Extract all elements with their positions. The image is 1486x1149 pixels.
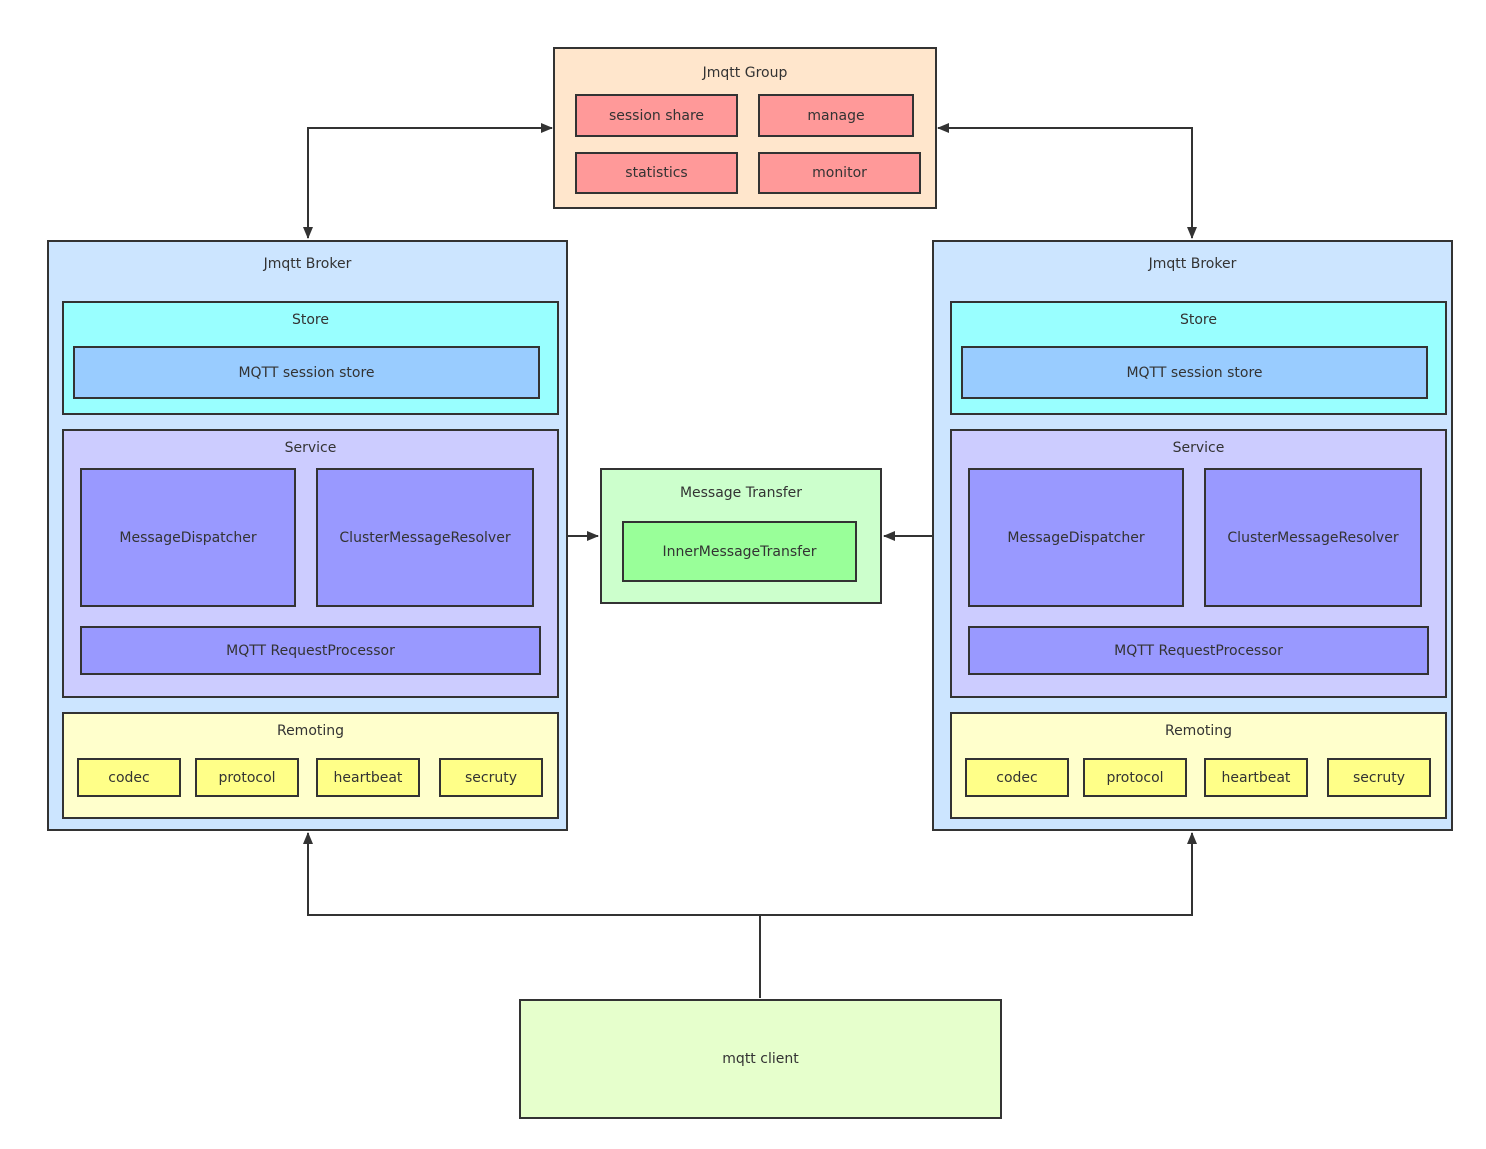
inner-message-transfer-box: InnerMessageTransfer xyxy=(622,521,857,582)
heartbeat-box: heartbeat xyxy=(316,758,420,797)
heartbeat-box: heartbeat xyxy=(1204,758,1308,797)
service-title: Service xyxy=(1172,440,1225,456)
session-share-box: session share xyxy=(575,94,738,137)
broker-title: Jmqtt Broker xyxy=(263,256,352,272)
protocol-box: protocol xyxy=(195,758,299,797)
service-section: Service MessageDispatcher ClusterMessage… xyxy=(62,429,559,698)
mqtt-client-box: mqtt client xyxy=(519,999,1002,1119)
message-dispatcher-box: MessageDispatcher xyxy=(968,468,1184,607)
mqtt-session-store-box: MQTT session store xyxy=(73,346,540,399)
mqtt-session-store-box: MQTT session store xyxy=(961,346,1428,399)
service-title: Service xyxy=(284,440,337,456)
mqtt-request-processor-box: MQTT RequestProcessor xyxy=(968,626,1429,675)
store-title: Store xyxy=(1179,312,1217,328)
remoting-section: Remoting codec protocol heartbeat secrut… xyxy=(62,712,559,819)
store-section: Store MQTT session store xyxy=(62,301,559,415)
arrow-group-to-right-broker xyxy=(937,123,1197,239)
secruty-box: secruty xyxy=(1327,758,1431,797)
group-title: Jmqtt Group xyxy=(702,65,788,81)
store-title: Store xyxy=(291,312,329,328)
remoting-title: Remoting xyxy=(276,723,345,739)
message-transfer: Message Transfer InnerMessageTransfer xyxy=(600,468,882,604)
secruty-box: secruty xyxy=(439,758,543,797)
arrow-client-to-right-broker xyxy=(760,832,1197,916)
remoting-section: Remoting codec protocol heartbeat secrut… xyxy=(950,712,1447,819)
arrow-client-to-left-broker xyxy=(303,832,760,916)
jmqtt-group: Jmqtt Group session share manage statist… xyxy=(553,47,937,209)
manage-box: manage xyxy=(758,94,914,137)
jmqtt-broker-left: Jmqtt Broker Store MQTT session store Se… xyxy=(47,240,568,831)
monitor-box: monitor xyxy=(758,152,921,194)
codec-box: codec xyxy=(965,758,1069,797)
store-section: Store MQTT session store xyxy=(950,301,1447,415)
arrow-group-to-left-broker xyxy=(303,123,553,239)
jmqtt-broker-right: Jmqtt Broker Store MQTT session store Se… xyxy=(932,240,1453,831)
codec-box: codec xyxy=(77,758,181,797)
statistics-box: statistics xyxy=(575,152,738,194)
protocol-box: protocol xyxy=(1083,758,1187,797)
cluster-message-resolver-box: ClusterMessageResolver xyxy=(1204,468,1422,607)
broker-title: Jmqtt Broker xyxy=(1148,256,1237,272)
message-dispatcher-box: MessageDispatcher xyxy=(80,468,296,607)
cluster-message-resolver-box: ClusterMessageResolver xyxy=(316,468,534,607)
service-section: Service MessageDispatcher ClusterMessage… xyxy=(950,429,1447,698)
remoting-title: Remoting xyxy=(1164,723,1233,739)
mqtt-request-processor-box: MQTT RequestProcessor xyxy=(80,626,541,675)
transfer-title: Message Transfer xyxy=(679,485,803,501)
